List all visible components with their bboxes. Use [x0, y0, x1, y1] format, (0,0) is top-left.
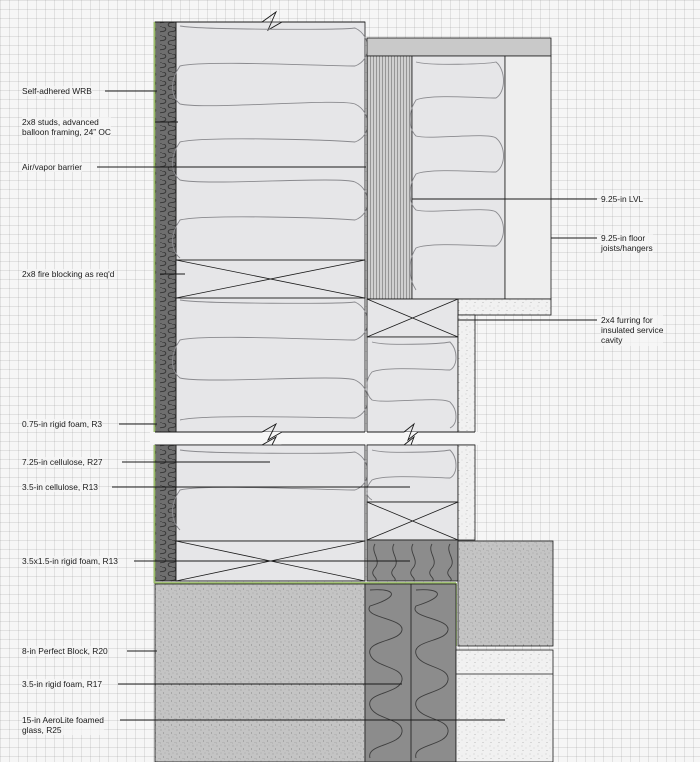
mid-break-gap — [150, 432, 480, 445]
upper-service-cavity — [366, 336, 459, 433]
floor-cavity-batts — [409, 61, 504, 291]
block-foam-squiggles — [368, 589, 449, 759]
floor-ceiling-finish — [457, 298, 552, 316]
label-furring: 2x4 furring for insulated service cavity — [601, 315, 664, 346]
label-cellulose-r27: 7.25-in cellulose, R27 — [22, 457, 103, 468]
label-fire-blocking: 2x8 fire blocking as req'd — [22, 269, 115, 280]
furring-cross-2 — [366, 298, 459, 338]
service-cavity-batts — [366, 341, 457, 429]
floor-joist-hanger — [504, 55, 552, 300]
mid-break-line-upper — [155, 422, 365, 442]
lower-service-batts — [366, 449, 457, 501]
slab-edge — [457, 540, 554, 647]
block-rigid-foam — [364, 583, 457, 762]
aerolite-foamed-glass — [455, 649, 554, 762]
upper-drywall — [457, 314, 476, 433]
floor-joist-cavity — [411, 55, 506, 300]
lower-cellulose-batts — [172, 449, 369, 531]
label-air-barrier: Air/vapor barrier — [22, 162, 83, 173]
lvl-rim — [366, 55, 413, 300]
label-rigid-foam-r3: 0.75-in rigid foam, R3 — [22, 419, 103, 430]
fire-blocking-cross-2 — [175, 259, 366, 299]
label-perfect-block: 8-in Perfect Block, R20 — [22, 646, 108, 657]
label-rigid-foam-r17: 3.5-in rigid foam, R17 — [22, 679, 103, 690]
top-break-line — [155, 10, 365, 32]
perfect-block — [154, 583, 366, 762]
label-wrb: Self-adhered WRB — [22, 86, 92, 97]
rigid-foam-3.5x1.5-squiggles — [372, 543, 453, 582]
leader-lines — [97, 90, 597, 721]
lower-drywall — [457, 444, 476, 541]
label-rigid-foam-r13: 3.5x1.5-in rigid foam, R13 — [22, 556, 118, 567]
label-cellulose-r13: 3.5-in cellulose, R13 — [22, 482, 98, 493]
upper-stud-cavity — [175, 21, 366, 433]
label-studs: 2x8 studs, advanced balloon framing, 24”… — [22, 117, 111, 138]
lower-service-cavity — [366, 444, 459, 503]
label-aerolite: 15-in AeroLite foamed glass, R25 — [22, 715, 104, 736]
floor-subfloor — [366, 37, 552, 57]
lower-stud-cavity — [175, 444, 366, 542]
label-lvl: 9.25-in LVL — [601, 194, 644, 205]
label-floor-joists: 9.25-in floor joists/hangers — [601, 233, 653, 254]
upper-cellulose-batts — [172, 25, 369, 421]
lower-furring-cross-2 — [366, 501, 459, 541]
mid-break-service-upper — [367, 422, 475, 442]
